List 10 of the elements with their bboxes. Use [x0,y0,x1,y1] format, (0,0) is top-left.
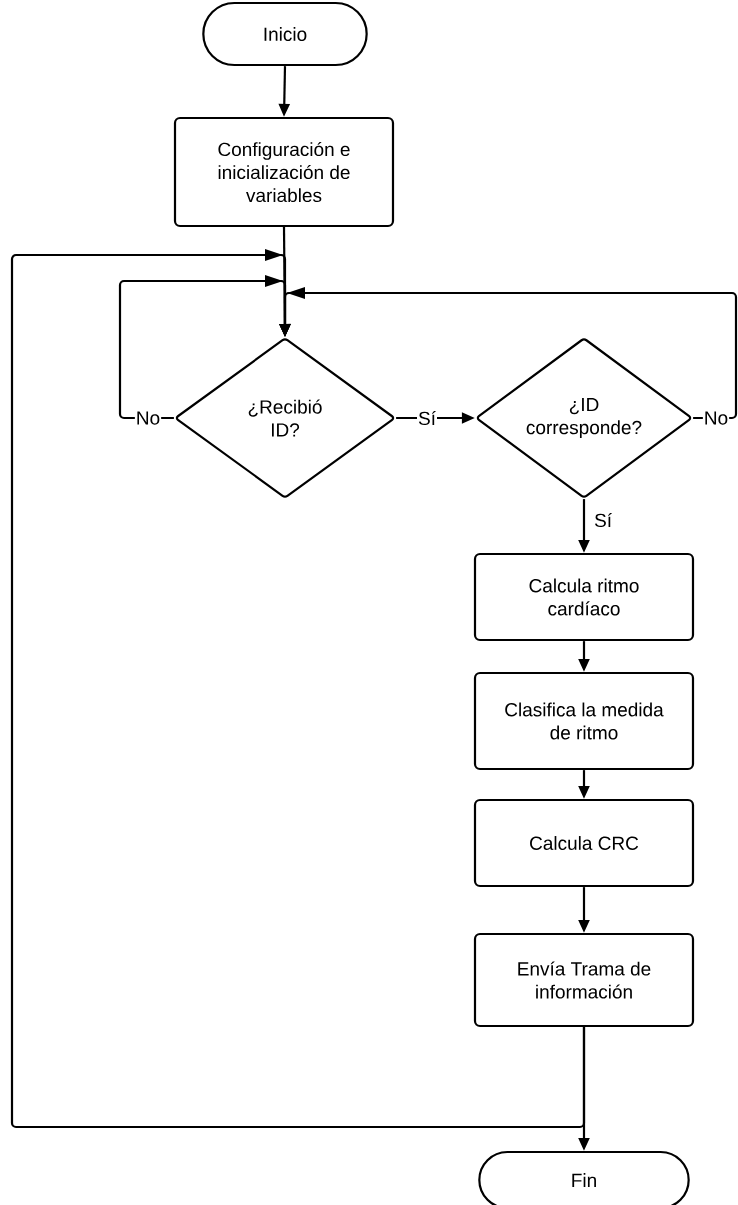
process-box: Calcula CRC [473,798,695,888]
edge-label: No [134,410,162,426]
process-box: Envía Trama de información [473,932,695,1028]
arrow [10,249,586,1129]
edge-label: Sí [417,409,437,427]
edge-label: Sí [593,511,614,529]
process-box: Clasifica la medida de ritmo [473,671,695,771]
process-box: Calcula ritmo cardíaco [473,552,695,642]
process-box: Configuración e inicialización de variables [173,116,395,228]
edge-label: No [702,410,730,426]
